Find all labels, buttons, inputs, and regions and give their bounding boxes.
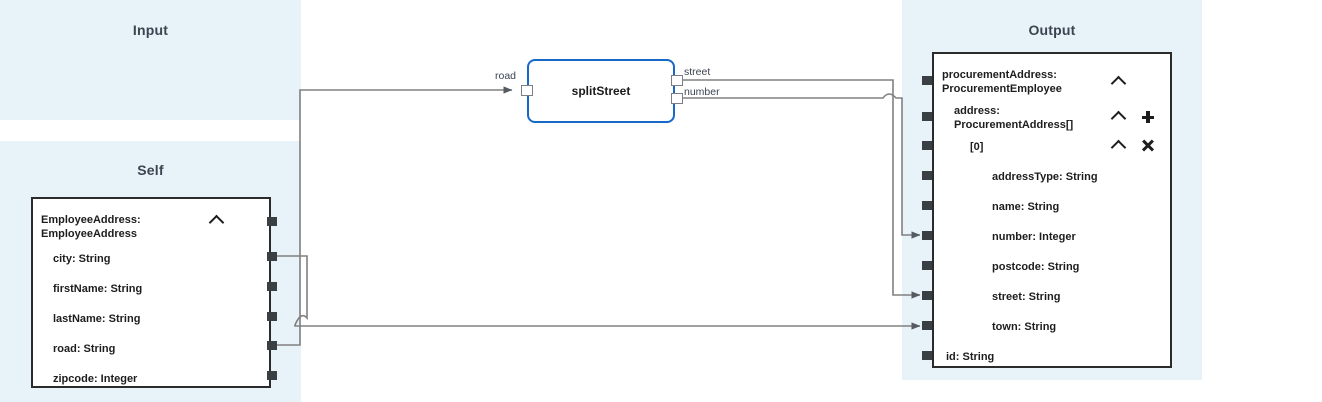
self-node-employee-address[interactable]: EmployeeAddress: EmployeeAddress city: S… <box>31 197 271 388</box>
self-field-road[interactable]: road: String <box>53 343 116 355</box>
self-port-zipcode[interactable] <box>267 371 277 380</box>
self-port-lastname[interactable] <box>267 312 277 321</box>
output-row-town[interactable]: town: String <box>992 321 1057 333</box>
self-field-zipcode[interactable]: zipcode: Integer <box>53 373 138 385</box>
self-node-title-line2: EmployeeAddress <box>41 228 137 240</box>
split-street-node-name: splitStreet <box>571 84 631 98</box>
split-street-input-label-road: road <box>495 70 517 82</box>
panel-title-input: Input <box>132 22 169 38</box>
chevron-up-icon[interactable] <box>1110 74 1126 92</box>
panel-input: Input <box>0 0 301 120</box>
output-row-address-line2: ProcurementAddress[] <box>954 119 1074 131</box>
output-row-postcode[interactable]: postcode: String <box>992 261 1080 273</box>
self-field-firstname[interactable]: firstName: String <box>53 283 143 295</box>
output-row-name[interactable]: name: String <box>992 201 1060 213</box>
plus-icon[interactable] <box>1140 109 1156 125</box>
output-row-street[interactable]: street: String <box>992 291 1061 303</box>
output-port-address-type[interactable] <box>922 171 932 180</box>
close-icon[interactable] <box>1140 138 1156 154</box>
self-field-city[interactable]: city: String <box>53 253 111 265</box>
output-row-address-line1: address: <box>954 105 1000 117</box>
output-node-procurement-employee[interactable]: procurementAddress: ProcurementEmployee … <box>932 52 1172 368</box>
chevron-up-icon[interactable] <box>208 213 224 231</box>
output-port-town[interactable] <box>922 321 932 330</box>
self-field-lastname[interactable]: lastName: String <box>53 313 141 325</box>
split-street-output-label-number: number <box>684 86 720 98</box>
output-port-postcode[interactable] <box>922 261 932 270</box>
self-port-city[interactable] <box>267 252 277 261</box>
output-row-procurement-address-line1: procurementAddress: <box>942 69 1057 81</box>
split-street-output-port-number[interactable] <box>671 93 683 104</box>
split-street-input-port-road[interactable] <box>521 85 533 96</box>
output-row-index-0: [0] <box>970 141 984 153</box>
chevron-up-icon[interactable] <box>1110 138 1126 156</box>
split-street-output-port-street[interactable] <box>671 75 683 86</box>
panel-title-output: Output <box>1028 22 1076 38</box>
output-port-street[interactable] <box>922 291 932 300</box>
output-row-number[interactable]: number: Integer <box>992 231 1076 243</box>
output-row-address-type[interactable]: addressType: String <box>992 171 1098 183</box>
output-row-procurement-address-line2: ProcurementEmployee <box>942 83 1062 95</box>
panel-title-self: Self <box>137 162 164 178</box>
output-port-procurement-address[interactable] <box>922 76 932 85</box>
self-port-root[interactable] <box>267 217 277 226</box>
self-node-title-line1: EmployeeAddress: <box>41 214 141 226</box>
output-port-name[interactable] <box>922 201 932 210</box>
output-port-index-0[interactable] <box>922 141 932 150</box>
self-port-firstname[interactable] <box>267 282 277 291</box>
split-street-node[interactable]: splitStreet <box>527 59 675 123</box>
output-row-id[interactable]: id: String <box>946 351 995 363</box>
output-port-id[interactable] <box>922 351 932 360</box>
output-port-number[interactable] <box>922 231 932 240</box>
output-port-address[interactable] <box>922 112 932 121</box>
split-street-output-label-street: street <box>684 66 711 78</box>
self-port-road[interactable] <box>267 341 277 350</box>
chevron-up-icon[interactable] <box>1110 109 1126 127</box>
